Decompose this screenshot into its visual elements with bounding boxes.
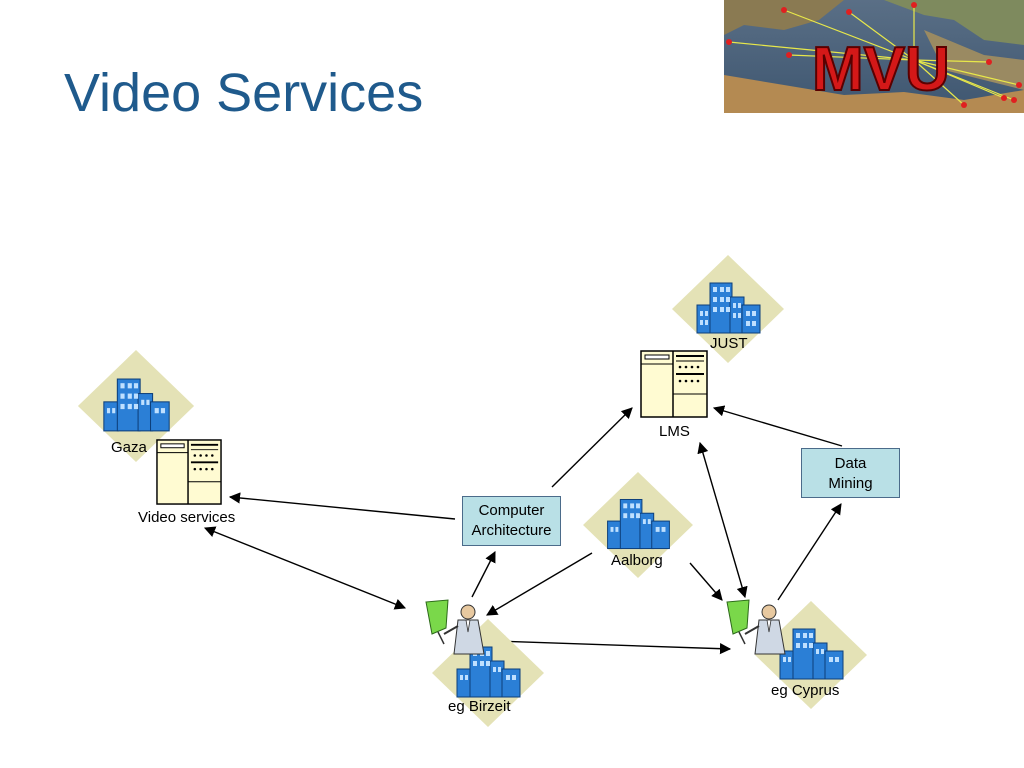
logo-text: MVU [812, 35, 950, 104]
box-line-2: Mining [828, 475, 873, 492]
label-cyprus: eg Cyprus [771, 682, 840, 699]
server-icon [156, 439, 222, 505]
label-video-services: Video services [138, 509, 236, 526]
arrow-lms-cyprus [697, 441, 748, 599]
arrow-ca-to-video [228, 492, 456, 520]
arrow-video-birzeit [203, 526, 407, 610]
building-icon [77, 350, 195, 462]
slide-title: Video Services [64, 63, 424, 123]
arrow-dm-to-lms [712, 405, 843, 447]
box-line-1: Data [834, 455, 867, 472]
presenter-icon [425, 599, 485, 655]
arrow-aalborg-to-birzeit [486, 552, 593, 616]
server-icon [640, 350, 708, 418]
box-line-1: Computer [478, 502, 545, 519]
building-icon [583, 472, 693, 578]
label-lms: LMS [659, 423, 690, 440]
label-birzeit: eg Birzeit [448, 698, 511, 715]
computer-architecture-box: Computer Architecture [462, 496, 561, 546]
arrow-aalborg-to-cyprus [689, 562, 723, 601]
data-mining-box: Data Mining [801, 448, 900, 498]
building-icon [755, 601, 867, 709]
arrow-cyprus-to-dm [777, 503, 842, 601]
presenter-icon [726, 599, 786, 655]
label-gaza: Gaza [111, 439, 147, 456]
box-line-2: Architecture [471, 522, 552, 539]
mvu-logo: MVU [724, 0, 1024, 113]
building-icon [672, 255, 784, 363]
arrow-ca-to-lms [551, 407, 633, 488]
arrow-birzeit-cyprus [493, 635, 732, 655]
label-just: JUST [710, 335, 748, 352]
arrow-birzeit-to-ca [471, 551, 496, 598]
label-aalborg: Aalborg [611, 552, 663, 569]
